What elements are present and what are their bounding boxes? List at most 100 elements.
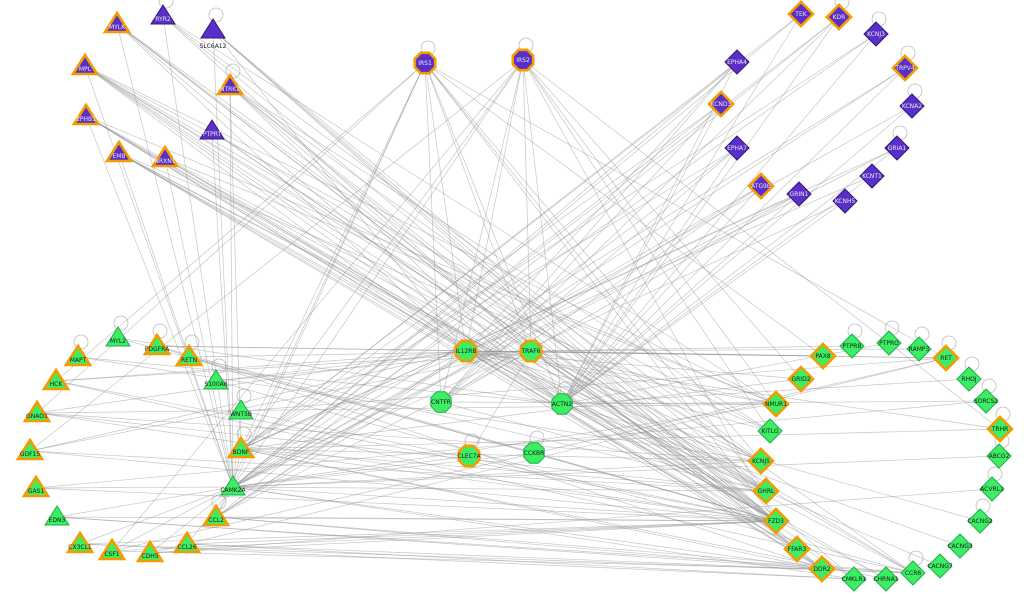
graph-edge[interactable]	[56, 516, 914, 574]
graph-edge[interactable]	[530, 350, 777, 522]
graph-edge[interactable]	[561, 403, 961, 547]
node-shape[interactable]	[786, 181, 812, 207]
graph-edge[interactable]	[116, 23, 767, 492]
graph-edge[interactable]	[240, 59, 524, 450]
graph-edge[interactable]	[164, 157, 532, 352]
graph-edge[interactable]	[215, 16, 840, 518]
node-shape[interactable]	[104, 139, 134, 163]
node-shape[interactable]	[747, 172, 775, 200]
graph-edge[interactable]	[240, 61, 738, 450]
graph-node-PTPRO[interactable]: PTPRO	[876, 330, 902, 356]
graph-edge[interactable]	[232, 185, 762, 488]
node-shape[interactable]	[454, 339, 478, 363]
graph-edge[interactable]	[36, 350, 467, 414]
graph-edge[interactable]	[465, 147, 738, 352]
graph-node-PDGFRA[interactable]: PDGFRA	[142, 332, 172, 356]
node-shape[interactable]	[986, 443, 1012, 469]
graph-edge[interactable]	[530, 350, 824, 357]
node-shape[interactable]	[413, 51, 437, 75]
graph-node-CACNG3[interactable]: CACNG3	[947, 533, 973, 559]
node-shape[interactable]	[199, 119, 225, 140]
graph-edge[interactable]	[162, 15, 234, 488]
node-shape[interactable]	[927, 553, 953, 579]
graph-edge[interactable]	[118, 152, 234, 488]
graph-edge[interactable]	[29, 350, 532, 452]
graph-edge[interactable]	[118, 152, 467, 352]
graph-edge[interactable]	[211, 130, 234, 488]
graph-edge[interactable]	[77, 356, 563, 405]
graph-edge[interactable]	[465, 350, 823, 570]
graph-edge[interactable]	[465, 350, 767, 492]
node-shape[interactable]	[884, 135, 910, 161]
graph-edge[interactable]	[240, 33, 877, 450]
graph-edge[interactable]	[111, 486, 234, 552]
graph-edge[interactable]	[522, 59, 771, 432]
node-shape[interactable]	[150, 4, 176, 25]
node-shape[interactable]	[724, 135, 750, 161]
graph-edge[interactable]	[55, 62, 426, 382]
graph-node-GRIA1[interactable]: GRIA1	[884, 135, 910, 161]
node-shape[interactable]	[973, 388, 999, 414]
graph-edge[interactable]	[240, 410, 777, 522]
graph-node-MYLK[interactable]: MYLK	[102, 10, 132, 34]
graph-edge[interactable]	[79, 520, 777, 545]
graph-node-IRS1[interactable]: IRS1	[413, 51, 437, 75]
graph-edge[interactable]	[522, 59, 777, 405]
graph-node-KCNA2[interactable]: KCNA2	[899, 93, 925, 119]
graph-edge[interactable]	[561, 175, 873, 405]
node-shape[interactable]	[21, 474, 51, 498]
graph-edge[interactable]	[424, 62, 762, 462]
node-shape[interactable]	[200, 18, 226, 39]
graph-edge[interactable]	[424, 62, 824, 357]
graph-edge[interactable]	[84, 65, 563, 405]
graph-edge[interactable]	[164, 157, 234, 488]
graph-edge[interactable]	[36, 62, 426, 414]
self-loop-edge[interactable]	[208, 7, 224, 23]
graph-node-KCND3[interactable]: KCND3	[707, 90, 735, 118]
node-shape[interactable]	[832, 188, 858, 214]
graph-edge[interactable]	[111, 59, 524, 552]
graph-edge[interactable]	[530, 350, 823, 570]
graph-edge[interactable]	[149, 357, 947, 554]
graph-node-PTPRB[interactable]: PTPRB	[839, 333, 865, 359]
graph-edge[interactable]	[240, 428, 1001, 450]
graph-node-IRS2[interactable]: IRS2	[511, 48, 535, 72]
node-shape[interactable]	[228, 399, 254, 420]
graph-edge[interactable]	[232, 486, 823, 570]
graph-edge[interactable]	[522, 59, 1001, 430]
graph-edge[interactable]	[561, 200, 846, 405]
graph-edge[interactable]	[188, 356, 767, 492]
graph-edge[interactable]	[561, 185, 762, 405]
graph-edge[interactable]	[36, 412, 777, 522]
graph-node-ACVRL1[interactable]: ACVRL1	[979, 476, 1005, 502]
graph-node-CACNG2[interactable]: CACNG2	[967, 508, 993, 534]
graph-node-CLEC7A[interactable]: CLEC7A	[457, 444, 482, 468]
node-shape[interactable]	[226, 435, 256, 459]
graph-edge[interactable]	[85, 115, 234, 488]
graph-edge[interactable]	[232, 147, 898, 488]
graph-edge[interactable]	[84, 65, 823, 570]
graph-edge[interactable]	[440, 59, 524, 403]
self-loop-edge[interactable]	[236, 388, 252, 404]
node-shape[interactable]	[174, 343, 204, 367]
graph-edge[interactable]	[561, 61, 738, 405]
graph-edge[interactable]	[465, 61, 738, 352]
graph-edge[interactable]	[240, 448, 887, 580]
graph-edge[interactable]	[240, 175, 873, 450]
graph-edge[interactable]	[186, 520, 777, 545]
graph-edge[interactable]	[561, 403, 887, 580]
node-shape[interactable]	[44, 505, 70, 526]
node-shape[interactable]	[22, 399, 52, 423]
node-shape[interactable]	[787, 0, 815, 28]
graph-edge[interactable]	[212, 29, 823, 570]
graph-edge[interactable]	[36, 412, 767, 492]
graph-edge[interactable]	[77, 356, 762, 462]
graph-edge[interactable]	[240, 193, 800, 450]
graph-edge[interactable]	[465, 350, 762, 462]
graph-edge[interactable]	[116, 23, 467, 352]
node-shape[interactable]	[724, 49, 750, 75]
graph-node-GRID2[interactable]: GRID2	[787, 365, 815, 393]
node-shape[interactable]	[787, 365, 815, 393]
graph-node-TEK[interactable]: TEK	[787, 0, 815, 28]
graph-edge[interactable]	[162, 15, 532, 352]
